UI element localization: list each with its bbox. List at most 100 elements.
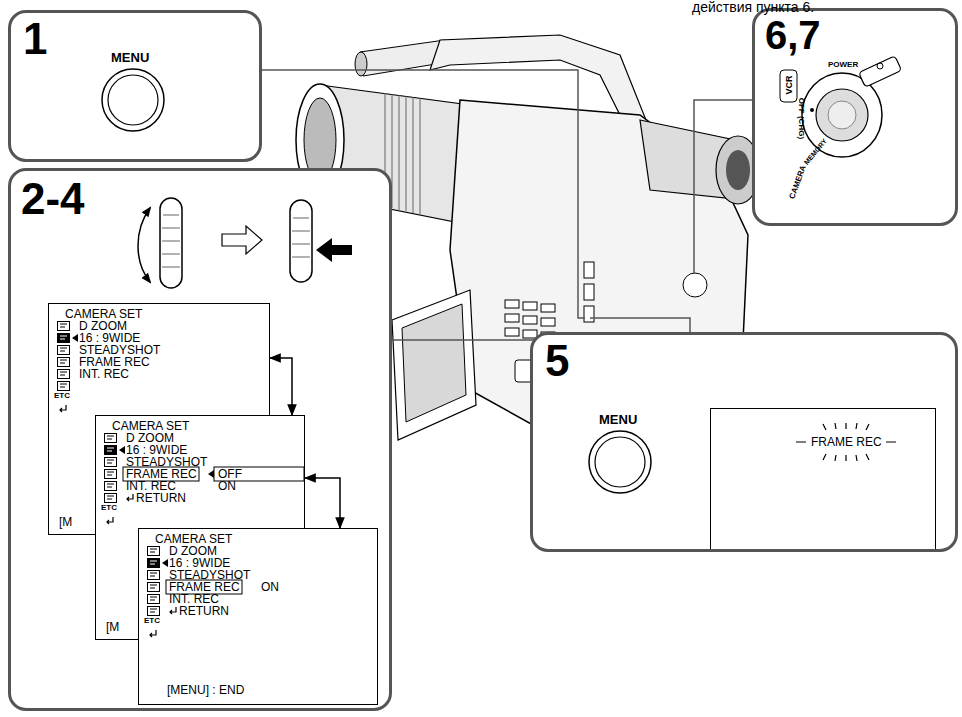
microphone-front: [355, 52, 367, 76]
display-screen: FRAME REC: [710, 408, 936, 549]
step-panel: 1MENU: [8, 10, 262, 162]
button: [584, 306, 594, 322]
menu-transition-arrow: [305, 478, 340, 528]
button: [523, 316, 537, 324]
switch-knob: [816, 89, 868, 141]
menu-icon-selected: [57, 333, 70, 343]
step-arrow: [222, 226, 262, 254]
button-face: [108, 75, 158, 125]
menu-footer: [MENU] : END: [167, 684, 244, 697]
menu-decorations: [57, 322, 304, 638]
selection-box: [166, 580, 242, 594]
cursor-triangle: [72, 334, 78, 342]
step-panel: 6,7POWER VCROFF (CHG)MEMORYCAMERA: [752, 8, 958, 226]
dial-ridges: [292, 218, 310, 257]
step-panel: 5MENU FRAME REC: [530, 332, 958, 552]
step-number: 6,7: [765, 13, 821, 57]
menu-icon: [58, 358, 70, 367]
menu-item: RETURN: [179, 605, 229, 618]
eyepiece: [726, 150, 750, 190]
lamp: [877, 63, 883, 69]
button-ring: [589, 431, 651, 493]
menu-button: [589, 431, 651, 493]
menu-icon: [148, 571, 160, 580]
menu-icon: [58, 346, 70, 355]
menu-icon: [148, 583, 160, 592]
return-icon: [60, 405, 66, 412]
menu-icon: [58, 382, 70, 391]
selection-box: [123, 467, 199, 481]
return-icon: [127, 494, 133, 501]
leader-line: [590, 318, 690, 332]
button-face: [595, 437, 645, 487]
button: [584, 262, 594, 278]
menu-icon: [148, 607, 160, 616]
switch-position: CAMERA: [788, 164, 808, 200]
menu-icon: [148, 547, 160, 556]
turn-arrow: [138, 208, 150, 282]
lcd-screen: [402, 304, 466, 422]
press-arrow: [316, 238, 352, 262]
menu-transition-arrow: [270, 358, 292, 415]
return-icon: [107, 517, 113, 524]
carry-handle: [430, 35, 650, 135]
button: [584, 284, 594, 300]
viewfinder: [640, 120, 745, 200]
menu-item: RETURN: [136, 492, 186, 505]
step-number: 2-4: [21, 175, 85, 223]
dial-wheel: [290, 200, 312, 282]
menu-icon: [105, 458, 117, 467]
selection-box: [214, 467, 304, 481]
step-number: 5: [545, 337, 569, 385]
power-switch: [683, 273, 707, 297]
cursor-triangle: [162, 559, 168, 567]
switch-position: VCR: [785, 75, 795, 94]
button: [505, 314, 519, 322]
menu-icon: [148, 595, 160, 604]
cursor-triangle: [119, 446, 125, 454]
blinking-indicator: FRAME REC: [811, 436, 882, 449]
switch-center: [828, 101, 856, 129]
menu-item: INT. REC: [79, 368, 129, 381]
leader-line: [694, 100, 752, 273]
menu-icon: [105, 434, 117, 443]
control-dial-turn: [138, 198, 352, 288]
button-label: MENU: [599, 413, 637, 427]
button-label: MENU: [111, 51, 149, 65]
dial-ridges: [162, 215, 180, 267]
menu-screen: CAMERA SETD ZOOM16 : 9WIDESTEADYSHOTFRAM…: [138, 528, 378, 705]
menu-option: ON: [218, 480, 236, 493]
menu-button: [102, 69, 164, 131]
cursor-triangle: [208, 470, 214, 478]
position-dot: [810, 108, 814, 112]
menu-icon-selected: [147, 558, 160, 568]
menu-icon-label: ETC: [144, 617, 160, 626]
menu-icon-selected: [104, 445, 117, 455]
lcd-panel: [392, 290, 476, 440]
menu-icon: [58, 370, 70, 379]
blink-rays: [796, 423, 896, 461]
button: [541, 318, 555, 326]
switch-ring: [802, 73, 882, 157]
menu-icon: [105, 470, 117, 479]
menu-icon: [58, 322, 70, 331]
blink-dash: [796, 441, 896, 442]
step-panel: 2-4CAMERA SETD ZOOM16 : 9WIDESTEADYSHOTF…: [8, 168, 392, 711]
step-number: 1: [23, 15, 47, 63]
switch-label: POWER: [828, 61, 858, 70]
menu-icon-label: ETC: [101, 504, 117, 513]
mode-frame: [780, 70, 797, 102]
return-icon: [150, 630, 156, 637]
switch-lever: [859, 56, 902, 87]
menu-option: ON: [261, 581, 279, 594]
menu-footer: [M: [59, 516, 72, 529]
switch-position: OFF (CHG): [796, 98, 805, 139]
button: [523, 302, 537, 310]
button: [541, 304, 555, 312]
return-icon: [170, 607, 176, 614]
blink-ray: [823, 423, 869, 430]
switch-position: MEMORY: [803, 137, 829, 166]
button: [505, 328, 519, 336]
power-switch-drawing: [780, 56, 902, 157]
